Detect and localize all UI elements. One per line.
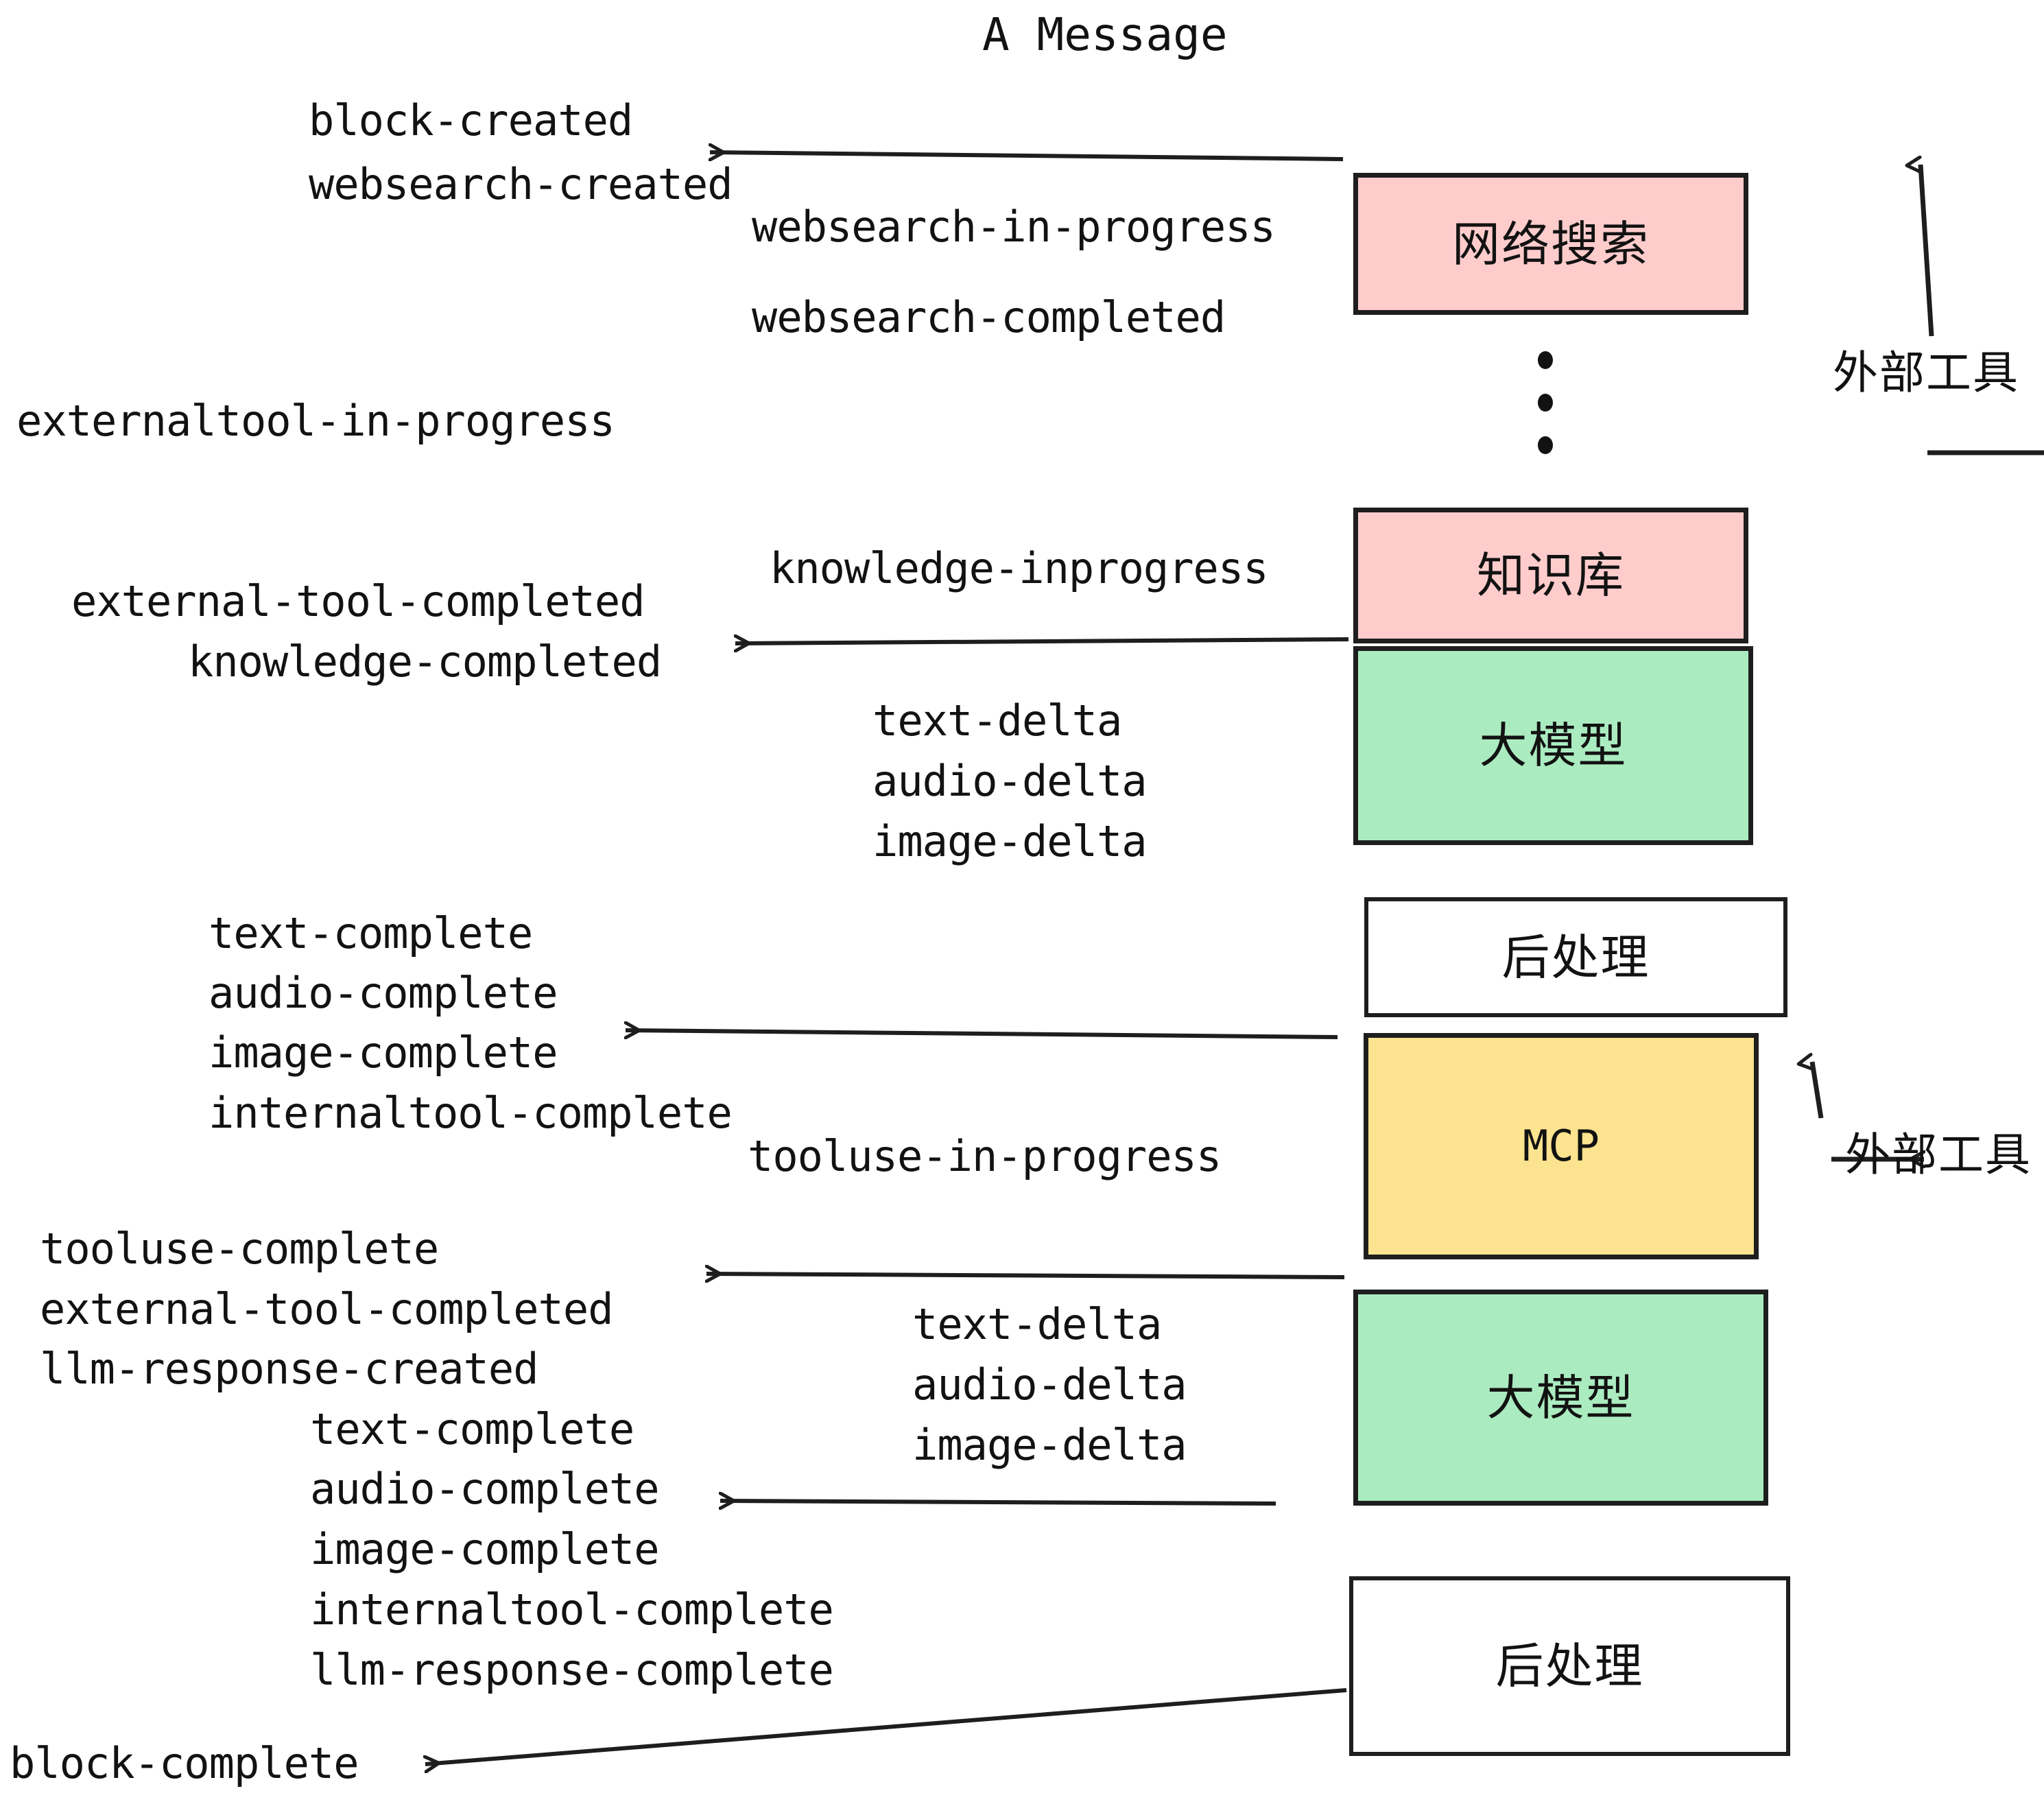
external-tools-bottom-label: 外部工具: [1845, 1128, 2032, 1181]
node-llm-2-label: 大模型: [1486, 1369, 1635, 1426]
node-knowledge-base-label: 知识库: [1477, 547, 1625, 604]
arrow-knowledge-completed: [735, 639, 1349, 643]
arrow-websearch-created: [710, 152, 1344, 159]
event-tooluse-complete: tooluse-complete: [40, 1224, 439, 1274]
event-external-tool-completed-1: external-tool-completed: [71, 576, 645, 626]
page-title: A Message: [982, 8, 1228, 61]
node-mcp[interactable]: MCP: [1364, 1033, 1759, 1259]
event-audio-delta-1: audio-delta: [872, 756, 1148, 806]
event-tooluse-in-progress: tooluse-in-progress: [748, 1131, 1222, 1181]
node-llm-2[interactable]: 大模型: [1353, 1290, 1768, 1506]
event-external-tool-completed-2: external-tool-completed: [40, 1284, 614, 1334]
node-postprocess-2-label: 后处理: [1495, 1638, 1644, 1694]
event-audio-complete-1: audio-complete: [209, 968, 558, 1018]
event-internaltool-complete-1: internaltool-complete: [209, 1088, 733, 1138]
event-llm-response-created: llm-response-created: [40, 1344, 539, 1394]
event-text-delta-2: text-delta: [912, 1299, 1162, 1349]
external-tools-top-arrows: [1921, 165, 2044, 455]
arrow-tooluse-complete: [706, 1274, 1345, 1277]
event-internaltool-complete-2: internaltool-complete: [310, 1585, 834, 1635]
vertical-ellipsis-icon: [1536, 351, 1554, 454]
arrow-image-complete: [626, 1030, 1338, 1037]
node-websearch[interactable]: 网络搜索: [1353, 173, 1748, 315]
event-text-complete-2: text-complete: [310, 1404, 634, 1454]
event-audio-delta-2: audio-delta: [912, 1360, 1187, 1410]
event-text-delta-1: text-delta: [872, 696, 1122, 746]
event-block-created: block-created: [309, 95, 633, 145]
node-llm-1-label: 大模型: [1479, 717, 1628, 774]
event-websearch-created: websearch-created: [309, 159, 733, 209]
node-mcp-label: MCP: [1523, 1121, 1600, 1171]
arrow-block-complete: [425, 1688, 1347, 1764]
node-postprocess-1[interactable]: 后处理: [1364, 897, 1787, 1017]
event-knowledge-completed: knowledge-completed: [188, 637, 662, 687]
node-postprocess-1-label: 后处理: [1501, 929, 1650, 986]
node-knowledge-base[interactable]: 知识库: [1353, 508, 1748, 643]
event-image-delta-2: image-delta: [912, 1420, 1187, 1470]
event-externaltool-in-progress: externaltool-in-progress: [16, 396, 615, 446]
node-postprocess-2[interactable]: 后处理: [1349, 1576, 1790, 1756]
event-image-delta-1: image-delta: [872, 816, 1148, 866]
event-text-complete-1: text-complete: [209, 908, 533, 958]
event-block-complete: block-complete: [10, 1738, 359, 1788]
event-image-complete-2: image-complete: [310, 1524, 660, 1574]
arrow-audio-complete-2: [720, 1501, 1276, 1504]
event-websearch-completed: websearch-completed: [752, 292, 1226, 342]
node-llm-1[interactable]: 大模型: [1353, 646, 1753, 845]
node-websearch-label: 网络搜索: [1452, 215, 1650, 272]
event-knowledge-inprogress: knowledge-inprogress: [770, 543, 1269, 593]
event-image-complete-1: image-complete: [209, 1028, 558, 1078]
external-tools-top-label: 外部工具: [1833, 346, 2019, 399]
event-websearch-in-progress: websearch-in-progress: [752, 202, 1276, 252]
event-audio-complete-2: audio-complete: [310, 1464, 660, 1514]
event-llm-response-complete: llm-response-complete: [310, 1645, 834, 1695]
